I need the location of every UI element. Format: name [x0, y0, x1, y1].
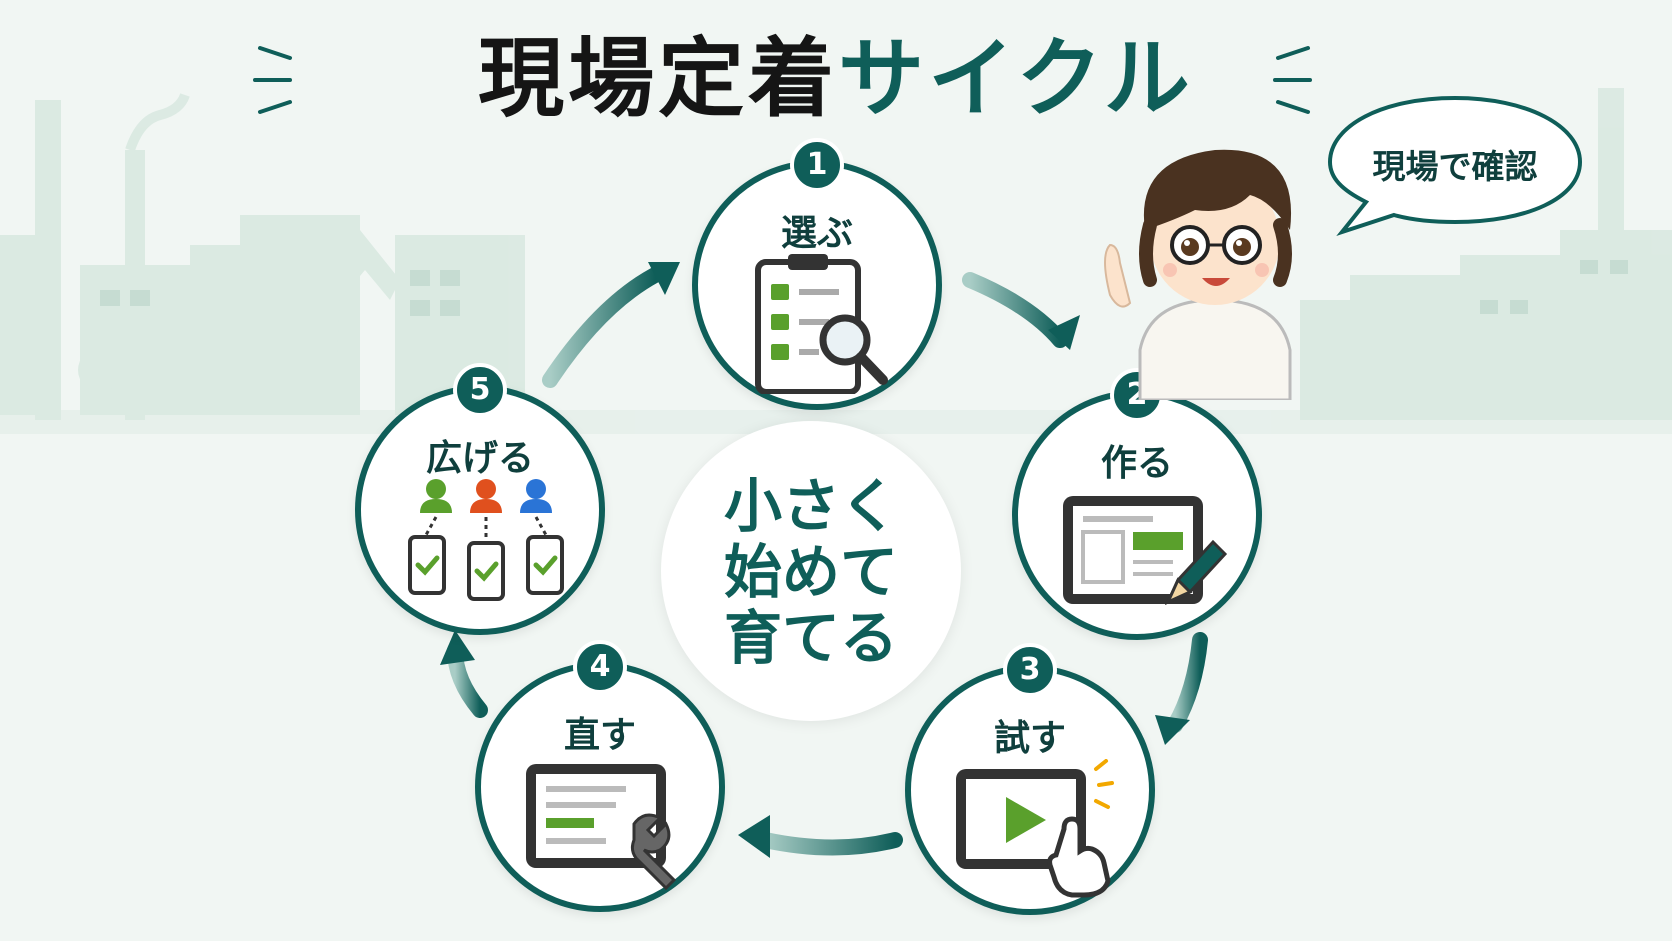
mascot-character — [1104, 149, 1292, 400]
speech-bubble — [1327, 95, 1583, 236]
arrowhead-3 — [738, 815, 770, 858]
arrowhead-5 — [648, 262, 680, 295]
arrowhead-1 — [1048, 315, 1080, 350]
page-title: 現場定着サイクル — [0, 28, 1672, 131]
speech-bubble-text: 現場で確認 — [1372, 147, 1538, 186]
cycle-arrowheads — [440, 262, 1190, 858]
step-1-circle: 1 選ぶ — [692, 138, 942, 410]
step-5-circle: 5 広げる — [355, 363, 605, 635]
step-5-number: 5 — [453, 363, 507, 417]
title-accent-marks — [253, 46, 1312, 114]
step-4-number: 4 — [573, 640, 627, 694]
title-part-1: 現場定着 — [478, 29, 839, 129]
step-1-label: 選ぶ — [780, 213, 853, 254]
center-message-circle: 小さく 始めて 育てる — [661, 421, 961, 721]
title-part-2: サイクル — [838, 29, 1194, 129]
arrowhead-4 — [440, 630, 475, 665]
users-devices-check-icon — [408, 479, 564, 601]
arrow-1-to-2 — [962, 272, 1068, 348]
step-4-label: 直す — [563, 715, 636, 756]
step-3-circle: 3 試す — [905, 643, 1155, 915]
arrow-5-to-1 — [542, 267, 663, 388]
center-line-1: 小さく — [723, 472, 898, 540]
step-2-label: 作る — [1100, 443, 1173, 484]
center-line-3: 育てる — [723, 604, 898, 672]
clipboard-checklist-magnifier-icon — [755, 254, 888, 394]
tablet-layout-pencil-icon — [1063, 496, 1228, 606]
tablet-play-tap-icon — [956, 759, 1114, 898]
step-3-label: 試す — [993, 718, 1066, 759]
factory-windows — [100, 260, 1628, 316]
arrow-2-to-3 — [1167, 632, 1208, 733]
step-2-circle: 2 作る — [1012, 368, 1262, 640]
tablet-document-wrench-icon — [526, 764, 677, 891]
step-1-number: 1 — [790, 138, 844, 192]
factory-skyline — [0, 88, 1672, 434]
step-3-number: 3 — [1003, 643, 1057, 697]
step-5-label: 広げる — [425, 438, 534, 479]
step-4-circle: 4 直す — [475, 640, 725, 912]
center-message: 小さく 始めて 育てる — [661, 473, 961, 671]
center-line-2: 始めて — [723, 538, 898, 606]
arrow-3-to-4 — [757, 832, 903, 856]
arrowhead-2 — [1155, 715, 1190, 745]
